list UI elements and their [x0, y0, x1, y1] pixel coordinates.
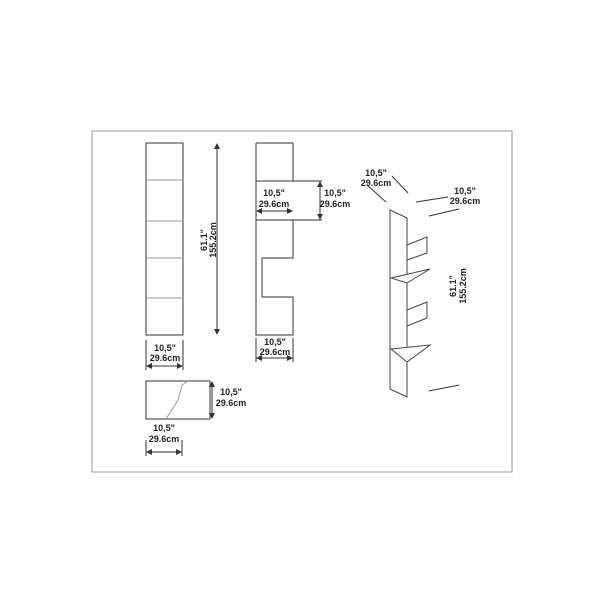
top-width-cm: 29.6cm — [149, 434, 180, 444]
persp-depth-in: 10,5" — [365, 168, 387, 178]
persp-height-in: 61.1" — [448, 275, 458, 297]
side-width-in: 10,5" — [264, 337, 286, 347]
side-view — [255, 142, 323, 362]
persp-height-cm: 155.2cm — [458, 268, 468, 304]
top-view — [145, 380, 215, 456]
side-shelf-width-cm: 29.6cm — [259, 199, 290, 209]
side-shelf-width-in: 10,5" — [263, 188, 285, 198]
side-shelf-height-in: 10,5" — [324, 188, 346, 198]
side-shelf-height-cm: 29.6cm — [320, 199, 351, 209]
top-depth-cm: 29.6cm — [216, 398, 247, 408]
front-width-in: 10,5" — [154, 343, 176, 353]
front-width-cm: 29.6cm — [150, 353, 181, 363]
persp-depth-cm: 29.6cm — [361, 178, 392, 188]
persp-width-cm: 29.6cm — [450, 196, 481, 206]
front-height-in: 61.1" — [199, 229, 209, 251]
front-height-cm: 155.2cm — [208, 222, 218, 258]
front-view — [145, 142, 220, 370]
top-width-in: 10,5" — [153, 423, 175, 433]
drawing-frame — [91, 130, 513, 473]
side-width-cm: 29.6cm — [260, 347, 291, 357]
top-depth-in: 10,5" — [220, 387, 242, 397]
perspective-view — [366, 175, 460, 398]
persp-width-in: 10,5" — [454, 186, 476, 196]
